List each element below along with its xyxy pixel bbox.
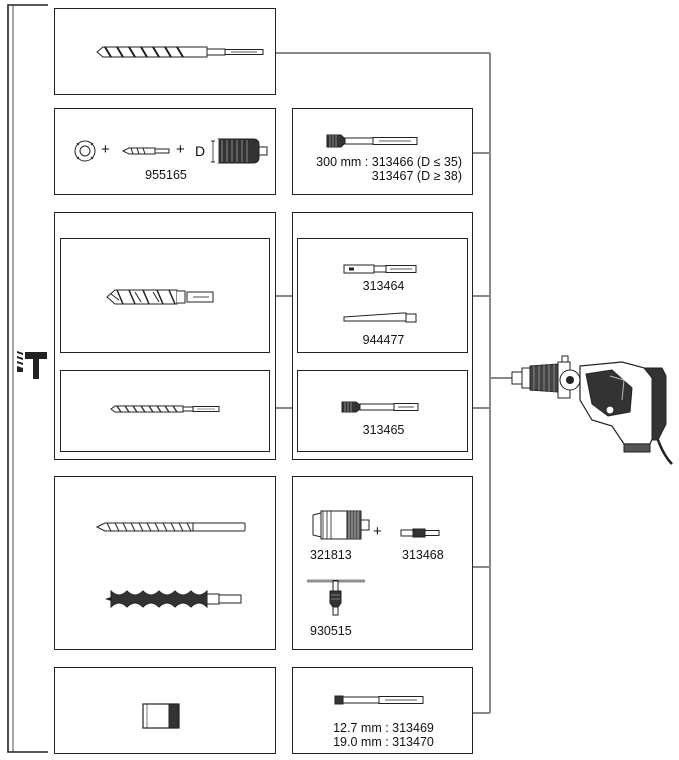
core-bit-assembly-icon xyxy=(74,138,268,164)
accessory-box-row3-right-top: 313464 944477 xyxy=(297,238,468,353)
plus-glyph: + xyxy=(373,523,382,540)
socket-icon xyxy=(142,703,180,729)
centering-plate-icon xyxy=(74,140,96,162)
part-number: 944477 xyxy=(362,333,405,347)
part-number: 321813 xyxy=(310,548,352,562)
sds-adapter-icon xyxy=(343,264,417,274)
part-number: 313464 xyxy=(362,279,405,293)
sds-max-drill-bit-icon xyxy=(96,46,264,58)
left-bracket xyxy=(7,4,48,753)
accessory-box-row3-left-top xyxy=(60,238,270,353)
drill-chuck-icon xyxy=(312,510,370,540)
drift-wedge-icon xyxy=(343,312,417,323)
part-number: 313465 xyxy=(362,423,405,437)
chisel-bit-icon xyxy=(106,289,214,305)
part-number: 930515 xyxy=(310,624,352,638)
part-number-line: 19.0 mm : 313470 xyxy=(333,735,434,749)
accessory-box-row1-left xyxy=(54,8,276,95)
accessory-box-row4-right: + 321813 313468 930515 xyxy=(292,476,473,650)
accessory-box-row4-left xyxy=(54,476,276,650)
part-number: 313468 xyxy=(402,548,444,562)
dimension-label: D xyxy=(195,143,206,159)
quick-chuck-adapter-icon xyxy=(341,401,419,413)
accessory-box-row2-right: 300 mm : 313466 (D ≤ 35) 313467 (D ≥ 38) xyxy=(292,108,473,195)
core-adapter-shank-icon xyxy=(326,134,418,148)
center-drill-icon xyxy=(121,147,170,155)
part-number-line: 300 mm : 313466 (D ≤ 35) xyxy=(316,155,462,169)
long-drill-bit-icon xyxy=(110,405,220,413)
auger-wood-bit-icon xyxy=(105,589,242,609)
accessory-box-row3-left-bottom xyxy=(60,370,270,452)
plus-glyph: + xyxy=(101,141,110,158)
accessory-box-row2-left: + + D 955165 xyxy=(54,108,276,195)
chuck-key-icon xyxy=(307,579,365,616)
chuck-adapter-icon xyxy=(400,528,440,538)
plus-glyph: + xyxy=(176,141,185,158)
part-number: 955165 xyxy=(145,168,187,182)
twist-drill-bit-icon xyxy=(95,522,246,532)
square-drive-adapter-icon xyxy=(334,695,424,705)
part-number-line: 12.7 mm : 313469 xyxy=(333,721,434,735)
accessory-box-row5-right: 12.7 mm : 313469 19.0 mm : 313470 xyxy=(292,667,473,754)
accessory-box-row5-left xyxy=(54,667,276,754)
part-number-line: 313467 (D ≥ 38) xyxy=(371,169,462,183)
core-bit-icon xyxy=(211,138,268,164)
accessory-box-row3-right-bottom: 313465 xyxy=(297,370,468,452)
